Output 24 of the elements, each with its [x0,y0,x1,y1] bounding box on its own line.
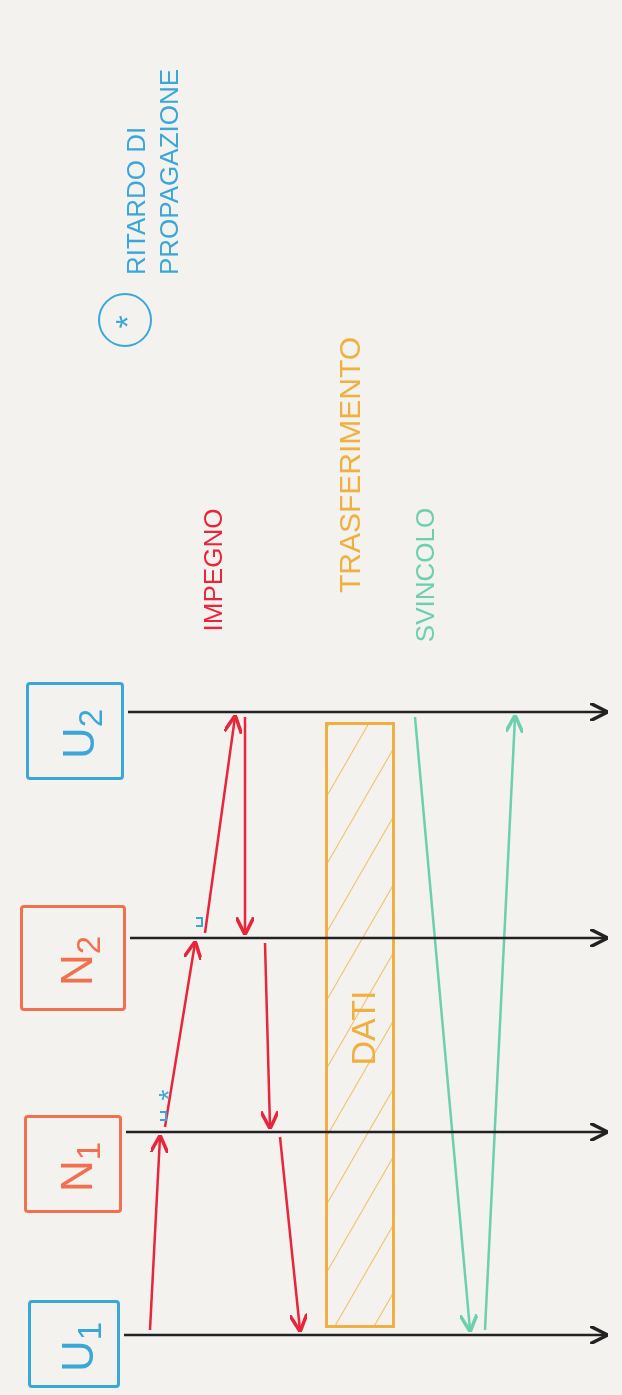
delay-marker: * [151,1089,185,1101]
participant-box [26,682,124,780]
message-arrow [259,942,281,1131]
data-band [325,722,395,1328]
participant-box [24,1115,122,1213]
participant-box [20,905,126,1011]
timeline-arrowhead [568,1324,610,1346]
message-arrow [278,1136,309,1334]
phase-label: TRASFERIMENTO [332,336,368,594]
asterisk-symbol: * [106,315,147,329]
message-arrow [483,713,525,1331]
phase-label: IMPEGNO [196,508,229,632]
timeline-arrowhead [568,701,610,723]
participant-box [28,1300,120,1388]
message-arrow [148,1133,170,1331]
message-arrow [234,717,256,937]
timeline-arrowhead [568,927,610,949]
timeline-arrowhead [568,1121,610,1143]
legend-text: RITARDO DI PROPAGAZIONE [119,67,184,275]
phase-label: SVINCOLO [408,507,441,643]
message-arrow [413,716,480,1334]
message-arrow [163,939,203,1128]
band-label: DATI [342,990,383,1066]
message-arrow [203,713,244,934]
